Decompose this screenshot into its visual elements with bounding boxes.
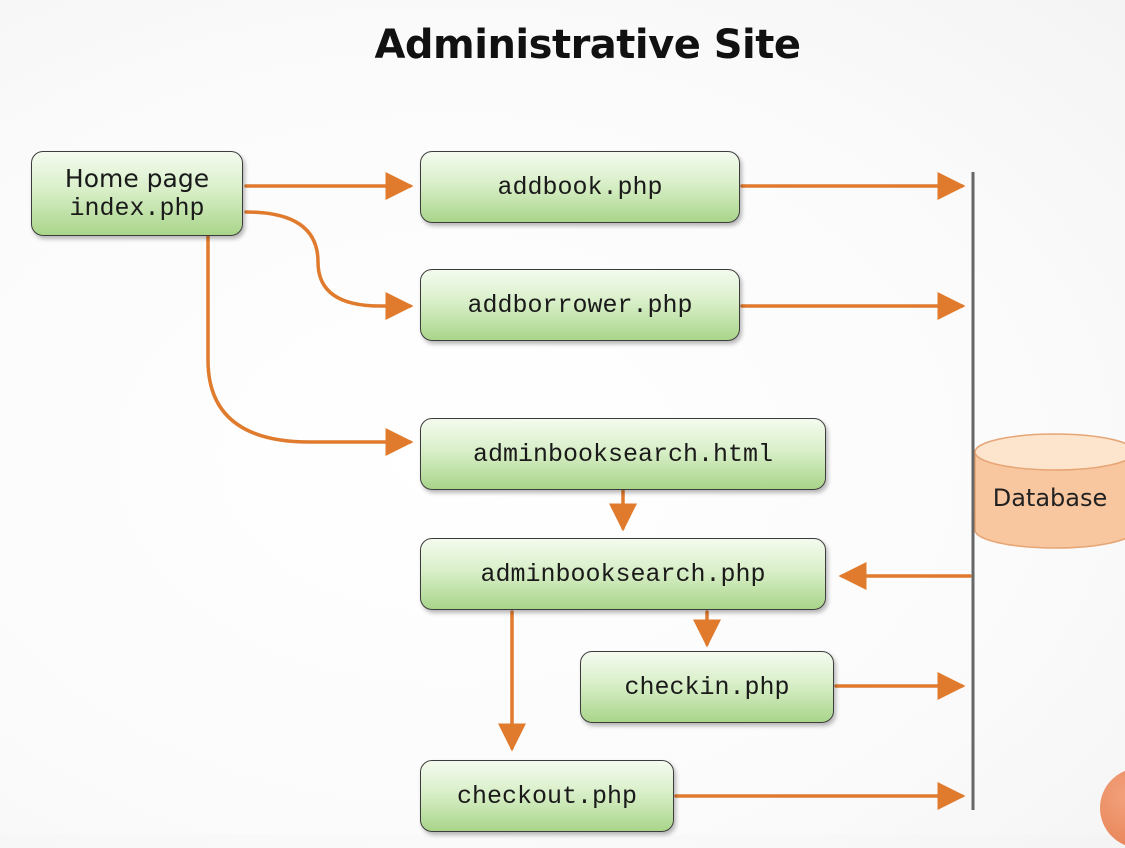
node-adminbooksearch-html: adminbooksearch.html [420,418,826,490]
node-home-page: Home page index.php [31,151,243,236]
edge-home-adminbooksearch-html [206,234,414,456]
node-home-file: index.php [69,193,205,223]
database-cylinder [974,433,1125,549]
page-title: Administrative Site [374,22,801,68]
database-label: Database [992,484,1108,512]
edge-home-addborrower [244,210,414,320]
node-addbook: addbook.php [420,151,740,223]
node-addborrower: addborrower.php [420,269,740,341]
node-adminbooksearch-php: adminbooksearch.php [420,538,826,610]
node-home-title: Home page [64,163,210,193]
node-checkout: checkout.php [420,760,674,832]
node-checkin: checkin.php [580,651,834,723]
